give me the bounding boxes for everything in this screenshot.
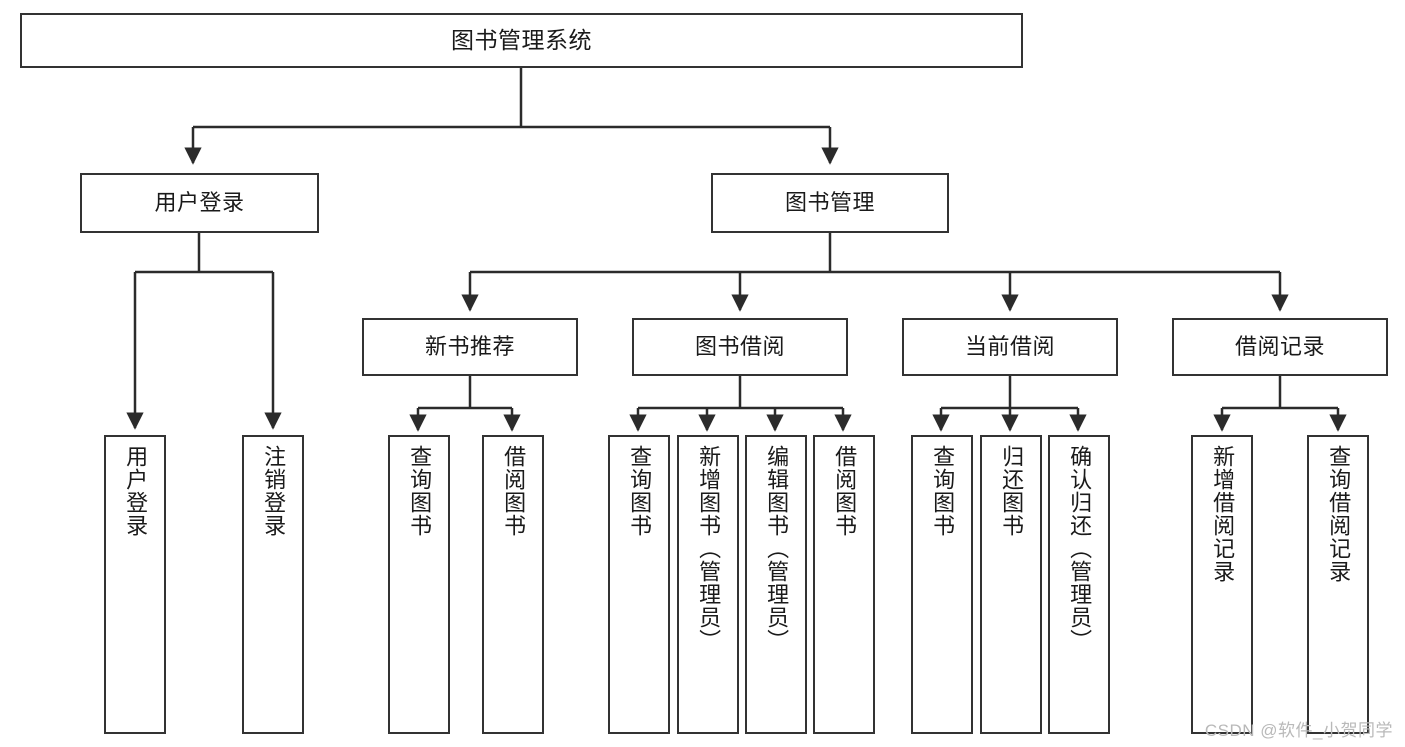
leaf-current-query-book[interactable]: 查询图书 xyxy=(911,435,973,734)
leaf-label: 借阅图书 xyxy=(501,445,527,537)
leaf-label: 用户登录 xyxy=(123,445,149,537)
node-label: 当前借阅 xyxy=(964,333,1055,359)
leaf-user-login-logout[interactable]: 注销登录 xyxy=(242,435,304,734)
leaf-label: 新增借阅记录 xyxy=(1210,445,1236,583)
node-label: 图书借阅 xyxy=(694,333,785,359)
node-label: 借阅记录 xyxy=(1234,333,1325,359)
leaf-records-add-record[interactable]: 新增借阅记录 xyxy=(1191,435,1253,734)
leaf-label: 查询图书 xyxy=(407,445,433,537)
node-root-system[interactable]: 图书管理系统 xyxy=(20,13,1023,68)
node-label: 用户登录 xyxy=(154,189,245,215)
leaf-label: 确认归还（管理员） xyxy=(1067,445,1093,652)
leaf-records-query-record[interactable]: 查询借阅记录 xyxy=(1307,435,1369,734)
leaf-label: 注销登录 xyxy=(261,445,287,537)
leaf-label: 归还图书 xyxy=(999,445,1025,537)
leaf-borrow-edit-book[interactable]: 编辑图书（管理员） xyxy=(745,435,807,734)
leaf-label: 查询借阅记录 xyxy=(1326,445,1352,583)
node-book-management[interactable]: 图书管理 xyxy=(711,173,949,233)
leaf-label: 查询图书 xyxy=(930,445,956,537)
leaf-current-confirm-return[interactable]: 确认归还（管理员） xyxy=(1048,435,1110,734)
leaf-borrow-add-book[interactable]: 新增图书（管理员） xyxy=(677,435,739,734)
node-user-login[interactable]: 用户登录 xyxy=(80,173,319,233)
leaf-label: 借阅图书 xyxy=(832,445,858,537)
leaf-label: 编辑图书（管理员） xyxy=(764,445,790,652)
leaf-borrow-query-book[interactable]: 查询图书 xyxy=(608,435,670,734)
leaf-label: 新增图书（管理员） xyxy=(696,445,722,652)
leaf-recommend-query-book[interactable]: 查询图书 xyxy=(388,435,450,734)
node-book-borrow[interactable]: 图书借阅 xyxy=(632,318,848,376)
leaf-borrow-borrow-book[interactable]: 借阅图书 xyxy=(813,435,875,734)
leaf-user-login-login[interactable]: 用户登录 xyxy=(104,435,166,734)
leaf-label: 查询图书 xyxy=(627,445,653,537)
node-current-borrow[interactable]: 当前借阅 xyxy=(902,318,1118,376)
leaf-recommend-borrow-book[interactable]: 借阅图书 xyxy=(482,435,544,734)
node-new-book-recommend[interactable]: 新书推荐 xyxy=(362,318,578,376)
node-label: 图书管理 xyxy=(784,189,875,215)
node-label: 图书管理系统 xyxy=(451,26,592,53)
leaf-current-return-book[interactable]: 归还图书 xyxy=(980,435,1042,734)
node-label: 新书推荐 xyxy=(424,333,515,359)
node-borrow-records[interactable]: 借阅记录 xyxy=(1172,318,1388,376)
